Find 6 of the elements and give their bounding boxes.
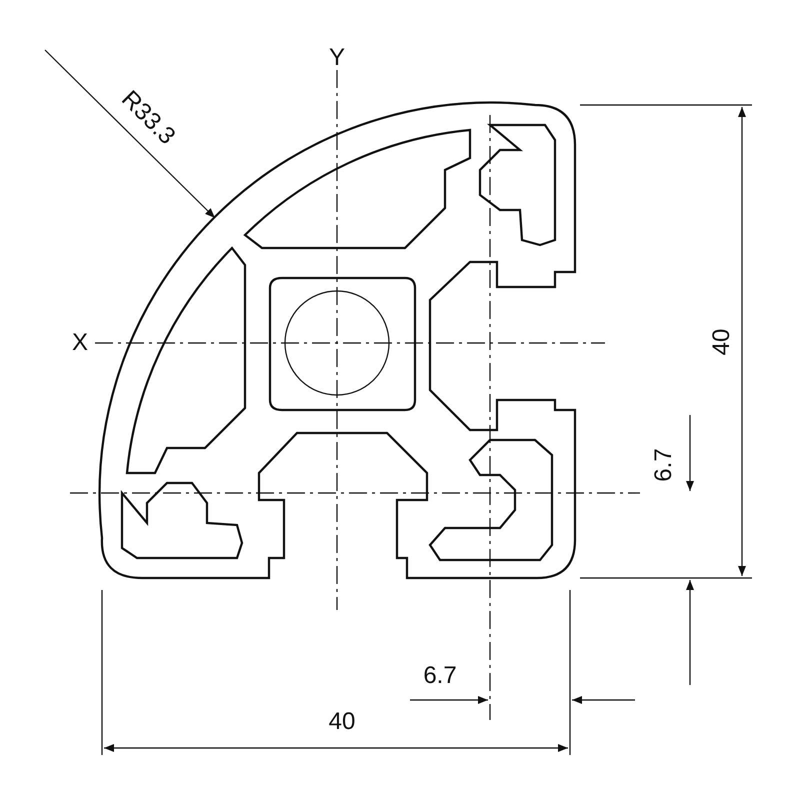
- dimension-label: 40: [710, 328, 734, 356]
- axis-label: X: [72, 331, 88, 355]
- axis-label: Y: [329, 46, 345, 70]
- dimension-label: 40: [328, 710, 356, 734]
- dimension-label: 6.7: [423, 664, 457, 688]
- dimension-label: 6.7: [652, 448, 676, 482]
